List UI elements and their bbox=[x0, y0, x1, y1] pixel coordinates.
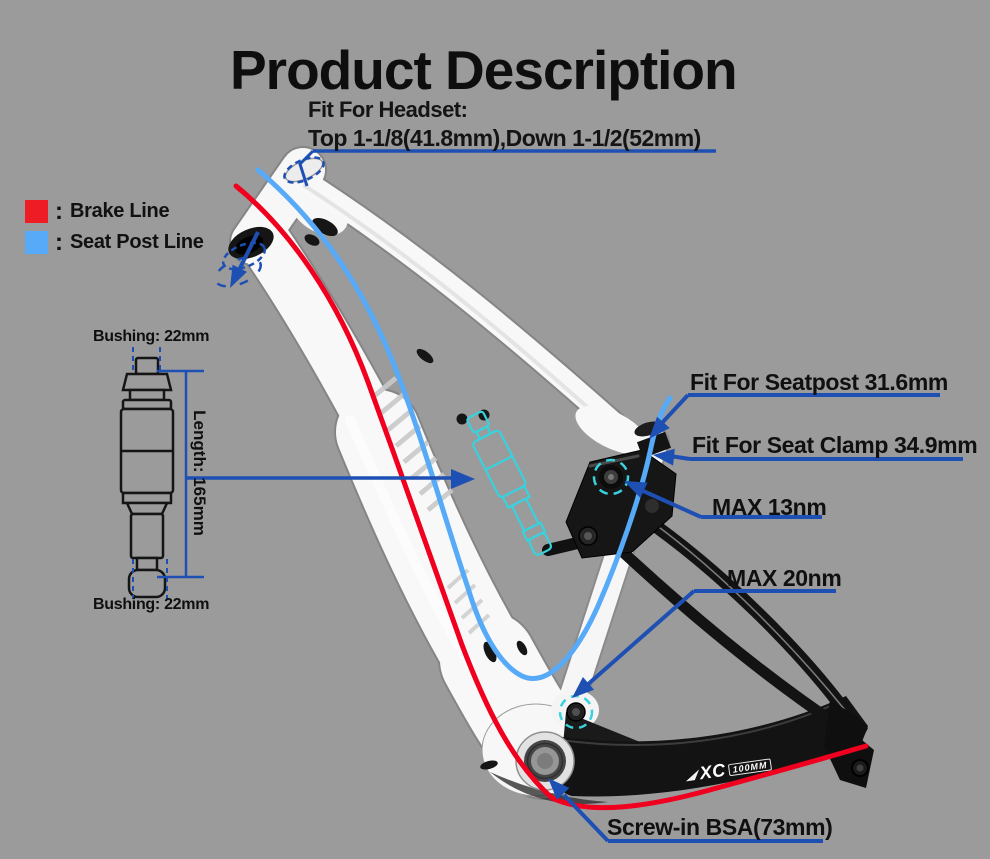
brake-line-swatch bbox=[25, 200, 48, 223]
arrow-shock bbox=[187, 469, 475, 489]
seatstay-upper bbox=[633, 508, 855, 722]
arrow-bottom-bracket bbox=[548, 778, 823, 843]
annotation-arrows bbox=[187, 149, 963, 843]
callout-pivot-torque: MAX 20nm bbox=[727, 565, 842, 591]
shock-dimension-drawing bbox=[119, 356, 175, 599]
decal-triangle-icon bbox=[685, 768, 700, 781]
arrow-seat-clamp bbox=[653, 448, 963, 466]
callout-seat-clamp: Fit For Seat Clamp 34.9mm bbox=[692, 432, 978, 458]
arrow-seatpost bbox=[649, 393, 940, 439]
bushing-top-label: Bushing: 22mm bbox=[93, 328, 210, 345]
seat-cluster bbox=[575, 405, 649, 455]
page-title: Product Description bbox=[230, 39, 738, 101]
bushing-bottom-label: Bushing: 22mm bbox=[93, 596, 210, 613]
decal-travel: 100MM bbox=[727, 757, 773, 776]
legend-label-brake-line: Brake Line bbox=[70, 200, 170, 222]
legend-row-seat-post-line: : Seat Post Line bbox=[25, 229, 204, 256]
legend-separator: : bbox=[55, 198, 63, 225]
bottom-bracket-bore bbox=[515, 731, 575, 791]
legend-row-brake-line: : Brake Line bbox=[25, 198, 170, 225]
callout-rocker-torque: MAX 13nm bbox=[712, 494, 827, 520]
arrow-rocker-torque bbox=[624, 481, 822, 519]
headset-note: Fit For Headset: Top 1-1/8(41.8mm),Down … bbox=[308, 97, 701, 152]
shock-length-label: Length: 165mm bbox=[190, 410, 209, 536]
headset-note-line1: Fit For Headset: bbox=[308, 97, 468, 122]
arrow-pivot-torque bbox=[572, 589, 836, 698]
decal-brand: XC bbox=[698, 759, 727, 784]
callout-seatpost: Fit For Seatpost 31.6mm bbox=[690, 369, 948, 395]
seat-post-line-swatch bbox=[25, 231, 48, 254]
callout-bottom-bracket: Screw-in BSA(73mm) bbox=[607, 814, 833, 840]
legend-separator-2: : bbox=[55, 229, 63, 256]
legend-label-seat-post-line: Seat Post Line bbox=[70, 231, 204, 253]
rocker-torque-highlight-ring bbox=[592, 458, 630, 496]
brake-line-path bbox=[233, 183, 869, 811]
top-tube bbox=[292, 169, 639, 447]
seatstay-lower bbox=[604, 534, 848, 734]
downtube-decal-stripes bbox=[370, 376, 454, 512]
shock-dimension-lines bbox=[132, 347, 204, 599]
arrow-headset bbox=[214, 149, 716, 288]
headset-note-line2: Top 1-1/8(41.8mm),Down 1-1/2(52mm) bbox=[308, 125, 701, 151]
rear-shock-highlight bbox=[466, 410, 553, 556]
